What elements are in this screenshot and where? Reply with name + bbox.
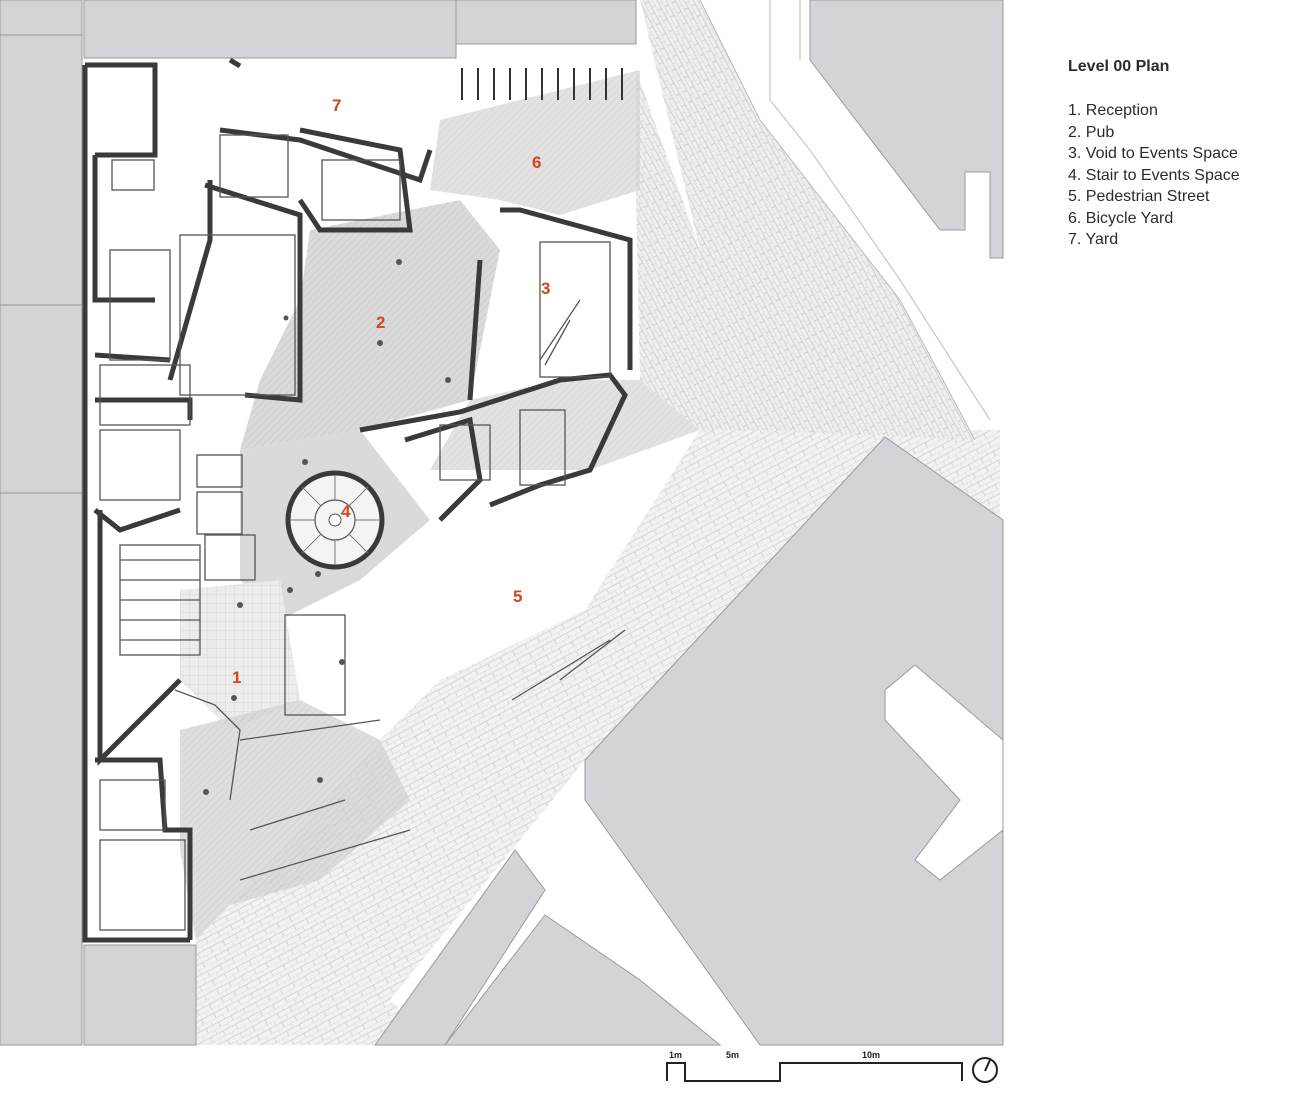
room-label-3: 3: [541, 279, 550, 298]
legend-item-yard: 7. Yard: [1068, 231, 1119, 248]
legend-item-reception: 1. Reception: [1068, 102, 1158, 119]
scale-label-5m: 5m: [726, 1050, 739, 1060]
bicycle-racks: [461, 68, 623, 100]
room-label-2: 2: [376, 313, 385, 332]
room-label-6: 6: [532, 153, 541, 172]
legend-item-bicycle-yard: 6. Bicycle Yard: [1068, 209, 1174, 227]
legend-item-pub: 2. Pub: [1068, 123, 1115, 141]
room-label-1: 1: [232, 668, 241, 687]
room-labels: 1 2 3 4 5 6 7: [232, 96, 550, 687]
legend-list: 1. Reception 2. Pub 3. Void to Events Sp…: [1068, 100, 1240, 251]
legend-item-stair: 4. Stair to Events Space: [1068, 166, 1240, 184]
north-arrow-icon: [972, 1057, 998, 1083]
interior-lines: [99, 134, 626, 931]
road-edges: [699, 0, 991, 441]
room-label-4: 4: [341, 502, 351, 521]
legend-title: Level 00 Plan: [1068, 58, 1170, 75]
building-courtyard: [884, 664, 1004, 881]
columns: [203, 259, 451, 795]
room-label-5: 5: [513, 587, 522, 606]
scale-label-1m: 1m: [669, 1050, 682, 1060]
scale-label-10m: 10m: [862, 1050, 880, 1060]
spiral-stair: [285, 470, 385, 570]
neighbour-buildings: [0, 0, 1004, 1046]
scale-bar: 1m 5m 10m: [666, 1050, 963, 1082]
legend-item-void: 3. Void to Events Space: [1068, 145, 1238, 162]
legend: Level 00 Plan 1. Reception 2. Pub 3. Voi…: [1068, 58, 1240, 251]
legend-item-pedestrian-street: 5. Pedestrian Street: [1068, 188, 1210, 205]
room-label-7: 7: [332, 96, 341, 115]
